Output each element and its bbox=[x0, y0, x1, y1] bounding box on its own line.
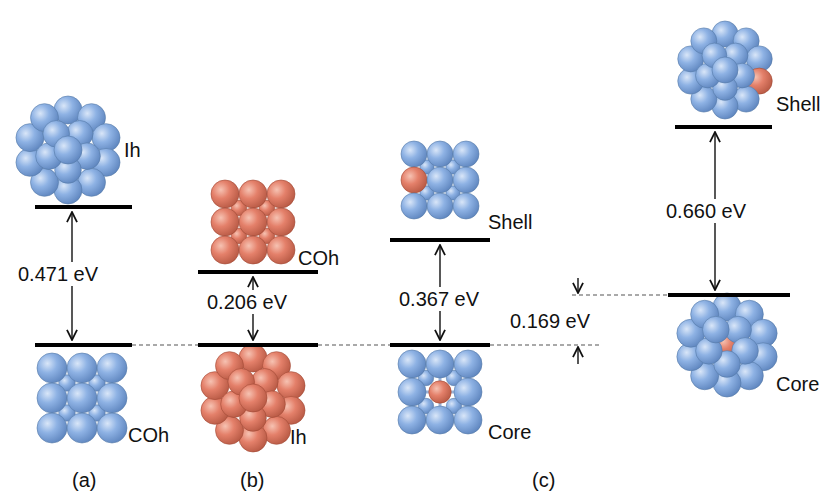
atom-sphere bbox=[429, 381, 451, 403]
atom-sphere bbox=[211, 208, 239, 236]
atom-sphere bbox=[239, 384, 267, 412]
atom-sphere bbox=[427, 167, 453, 193]
figure-label: Core bbox=[488, 420, 531, 444]
atom-sphere bbox=[267, 180, 295, 208]
figure-label: Core bbox=[776, 372, 819, 396]
figure-label: COh bbox=[128, 423, 169, 447]
energy-levels bbox=[35, 127, 790, 345]
energy-gap-label: 0.169 eV bbox=[508, 309, 592, 333]
atom-sphere bbox=[453, 141, 479, 167]
cluster-illustrations bbox=[16, 21, 777, 452]
energy-gap-label: 0.471 eV bbox=[16, 262, 100, 286]
atom-sphere bbox=[453, 167, 479, 193]
atom-sphere bbox=[37, 413, 67, 443]
figure-label: Ih bbox=[124, 138, 141, 162]
atom-sphere bbox=[239, 180, 267, 208]
atom-sphere bbox=[454, 350, 482, 378]
atom-sphere bbox=[67, 383, 97, 413]
atom-sphere bbox=[401, 141, 427, 167]
figure-label: Ih bbox=[290, 425, 307, 449]
atom-sphere bbox=[454, 378, 482, 406]
atom-sphere bbox=[712, 57, 738, 83]
atom-sphere bbox=[54, 136, 82, 164]
atom-sphere bbox=[703, 316, 730, 343]
atom-sphere bbox=[211, 236, 239, 264]
atom-sphere bbox=[453, 193, 479, 219]
atom-sphere bbox=[67, 353, 97, 383]
atom-sphere bbox=[398, 378, 426, 406]
atom-sphere bbox=[427, 141, 453, 167]
figure-label: Shell bbox=[488, 210, 532, 234]
atom-sphere bbox=[401, 167, 427, 193]
atom-sphere bbox=[97, 353, 127, 383]
atom-sphere bbox=[398, 406, 426, 434]
atom-sphere bbox=[426, 350, 454, 378]
figure-label: (b) bbox=[240, 468, 264, 492]
atom-sphere bbox=[37, 383, 67, 413]
atom-sphere bbox=[398, 350, 426, 378]
atom-sphere bbox=[67, 413, 97, 443]
figure-label: COh bbox=[298, 246, 339, 270]
atom-sphere bbox=[267, 236, 295, 264]
atom-sphere bbox=[239, 208, 267, 236]
atom-sphere bbox=[426, 406, 454, 434]
energy-gap-label: 0.367 eV bbox=[397, 287, 481, 311]
atom-sphere bbox=[37, 353, 67, 383]
gap-arrows bbox=[72, 132, 715, 364]
figure-label: (a) bbox=[72, 468, 96, 492]
atom-sphere bbox=[454, 406, 482, 434]
atom-sphere bbox=[239, 236, 267, 264]
atom-sphere bbox=[427, 193, 453, 219]
atom-sphere bbox=[211, 180, 239, 208]
atom-sphere bbox=[97, 383, 127, 413]
atom-sphere bbox=[401, 193, 427, 219]
figure-label: (c) bbox=[532, 468, 555, 492]
atom-sphere bbox=[97, 413, 127, 443]
figure-label: Shell bbox=[776, 92, 820, 116]
atom-sphere bbox=[267, 208, 295, 236]
energy-gap-label: 0.660 eV bbox=[664, 199, 748, 223]
energy-gap-label: 0.206 eV bbox=[205, 290, 289, 314]
